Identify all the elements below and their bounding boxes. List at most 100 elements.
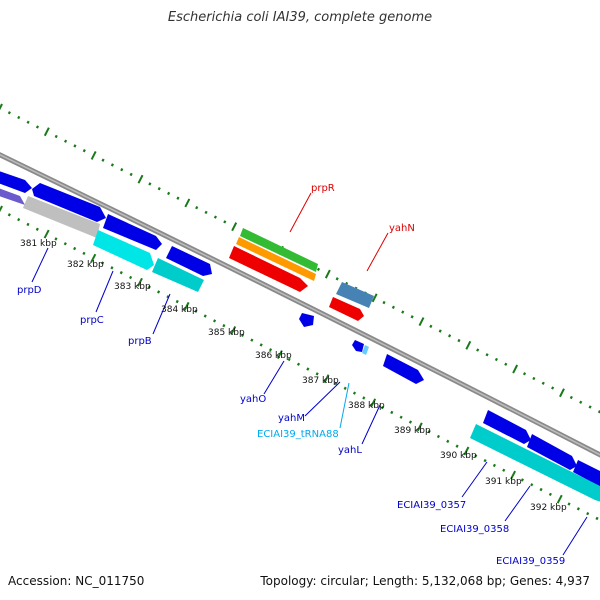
gene-blue-0357[interactable] (483, 410, 531, 444)
inner-row-tick (530, 483, 534, 487)
outer-row-tick (532, 376, 536, 381)
leader-tRNA (339, 382, 350, 429)
inner-row-tick (352, 391, 357, 395)
genome-summary-text: Topology: circular; Length: 5,132,068 bp… (260, 574, 590, 588)
outer-row-tick (101, 158, 105, 162)
outer-row-tick (476, 348, 480, 352)
outer-row-tick (457, 338, 461, 343)
outer-row-tick (522, 372, 527, 376)
gene-label-0357[interactable]: ECIAI39_0357 (397, 500, 466, 511)
gene-label-0358[interactable]: ECIAI39_0358 (440, 524, 509, 535)
outer-row-tick (213, 215, 217, 219)
outer-row-tick (184, 198, 191, 208)
inner-row-tick (408, 420, 413, 424)
gene-blue-0358[interactable] (527, 434, 577, 470)
inner-row-tick (539, 487, 543, 492)
inner-row-tick (576, 507, 580, 511)
inner-row-tick (556, 494, 563, 504)
gene-purple-left[interactable] (0, 185, 25, 205)
gene-label-tRNA[interactable]: ECIAI39_tRNA88 (257, 429, 339, 440)
inner-row-tick (268, 348, 273, 352)
outer-row-tick (316, 267, 321, 272)
gene-blue-0359[interactable] (573, 460, 600, 492)
inner-row-tick (520, 478, 524, 482)
inner-row-tick (343, 386, 347, 390)
inner-row-tick (446, 439, 450, 444)
inner-row-tick (474, 454, 478, 458)
gene-label-yahM[interactable]: yahM (278, 413, 305, 424)
inner-row-tick (548, 492, 552, 497)
leader-yahO (263, 360, 285, 395)
kbp-label-391: 391 kbp (485, 477, 522, 487)
outer-row-tick (204, 210, 208, 215)
gene-blue-yahL[interactable] (383, 354, 424, 384)
inner-row-tick (595, 516, 599, 521)
inner-row-tick (483, 458, 487, 463)
inner-row-tick (119, 270, 123, 275)
kbp-label-388: 388 kbp (348, 401, 385, 411)
outer-row-tick (541, 381, 545, 385)
outer-row-tick (148, 182, 152, 186)
gene-label-prpD[interactable]: prpD (17, 285, 42, 296)
gene-label-prpR[interactable]: prpR (311, 183, 335, 194)
outer-row-tick (223, 220, 227, 224)
gene-label-prpB[interactable]: prpB (128, 336, 152, 347)
inner-row-tick (427, 430, 431, 434)
leader-0359 (562, 516, 588, 556)
inner-row-tick (502, 468, 506, 472)
gene-cyan-trna[interactable] (362, 345, 369, 355)
outer-row-tick (512, 364, 519, 374)
gene-steel-yahN[interactable] (336, 282, 374, 308)
outer-row-tick (82, 149, 86, 153)
gene-label-yahL[interactable]: yahL (338, 445, 362, 456)
gene-red-prpR[interactable] (229, 246, 308, 292)
inner-row-tick (399, 415, 403, 419)
inner-row-tick (492, 463, 496, 468)
inner-row-tick (287, 357, 291, 362)
gene-blue-prpC-top[interactable] (103, 214, 162, 250)
outer-row-tick (231, 222, 238, 232)
gene-blue-prpB-top[interactable] (166, 246, 212, 276)
outer-row-tick (17, 115, 21, 120)
inner-row-tick (586, 511, 590, 516)
inner-row-tick (183, 301, 190, 311)
gene-label-yahO[interactable]: yahO (240, 394, 266, 405)
gene-blue-small-2[interactable] (352, 340, 364, 352)
genome-backbone-highlight (0, 154, 600, 456)
gene-orange-prpR[interactable] (236, 237, 316, 281)
gene-cyan-prpC[interactable] (93, 230, 154, 270)
leader-prpD (31, 247, 49, 283)
outer-row-tick (418, 317, 425, 327)
inner-row-tick (194, 309, 198, 313)
outer-row-tick (335, 277, 339, 281)
outer-row-tick (569, 395, 573, 400)
outer-row-tick (579, 400, 583, 404)
inner-row-tick (370, 398, 377, 408)
gene-blue-prpD-top[interactable] (32, 183, 106, 222)
outer-row-tick (438, 329, 442, 333)
inner-row-tick (73, 246, 77, 251)
outer-row-tick (35, 125, 40, 129)
outer-row-tick (371, 293, 378, 303)
inner-row-tick (203, 314, 207, 318)
map-title: Escherichia coli IAI39, complete genome (167, 10, 433, 25)
inner-row-tick (259, 343, 263, 347)
outer-row-tick (63, 139, 68, 143)
gene-label-prpC[interactable]: prpC (80, 315, 104, 326)
outer-row-tick (448, 334, 452, 338)
gene-cyan-0357[interactable] (470, 424, 600, 505)
kbp-label-383: 383 kbp (114, 282, 151, 292)
inner-row-tick (35, 227, 39, 231)
gene-blue-small-1[interactable] (299, 313, 314, 327)
leader-prpR (289, 192, 312, 233)
gene-blue-left[interactable] (0, 168, 32, 193)
inner-row-tick (306, 367, 310, 371)
gene-label-yahN[interactable]: yahN (389, 223, 415, 234)
gene-red-yahN[interactable] (329, 297, 364, 321)
gene-cyan-prpB[interactable] (152, 258, 204, 292)
gene-green-prpR[interactable] (240, 228, 318, 272)
gene-gray[interactable] (23, 196, 100, 238)
gene-labels: prpD prpC prpB prpR yahN yahO yahM ECIAI… (17, 183, 565, 567)
gene-label-0359[interactable]: ECIAI39_0359 (496, 556, 565, 567)
